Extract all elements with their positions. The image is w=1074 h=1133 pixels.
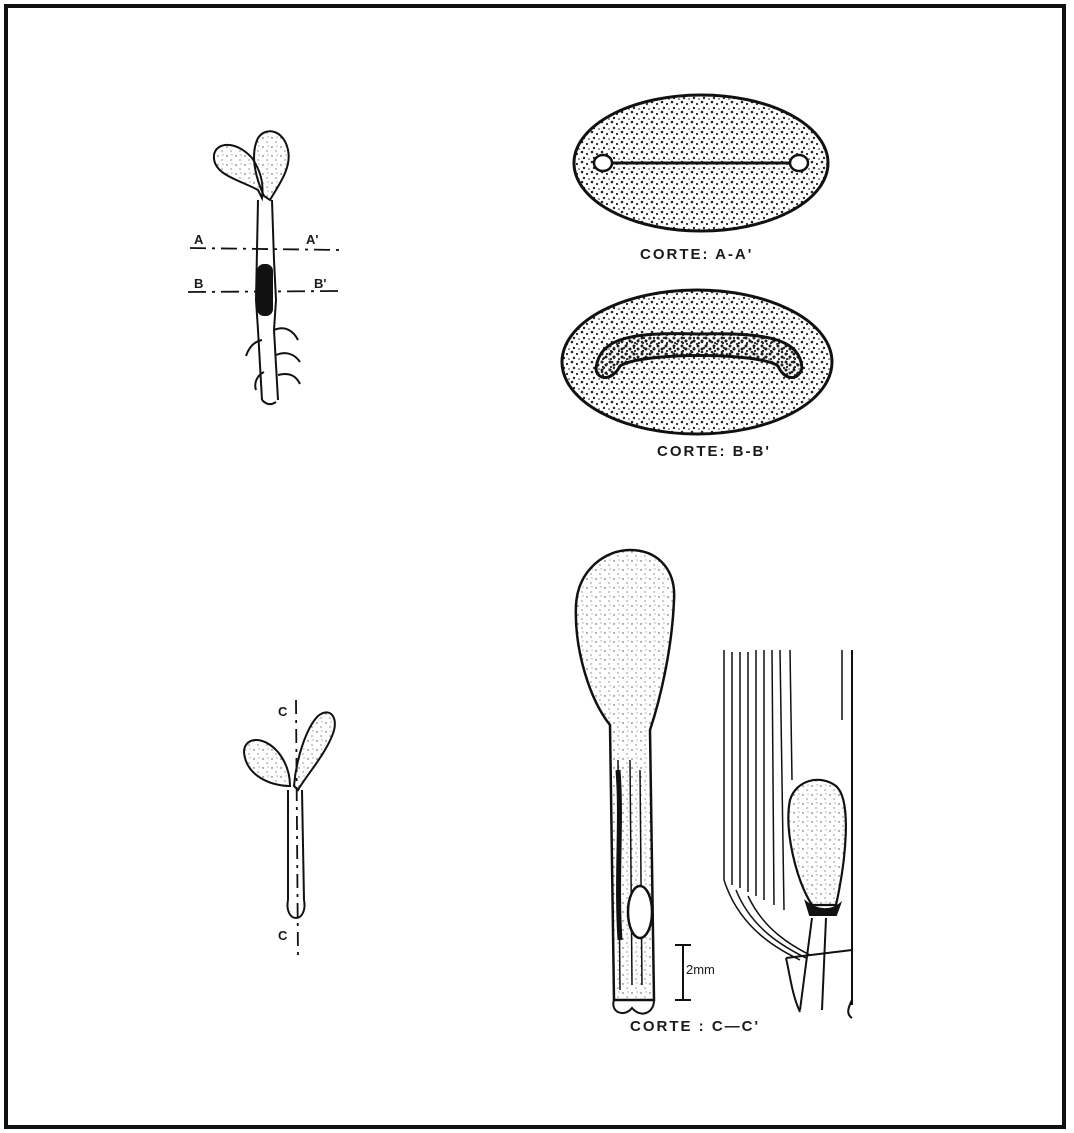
label-b: B — [194, 276, 203, 291]
section-c-detail — [724, 650, 852, 1018]
caption-section-b: CORTE: B-B' — [657, 443, 771, 460]
section-a-diagram — [574, 95, 828, 231]
caption-section-c: CORTE : C—C' — [630, 1018, 760, 1035]
label-b-prime: B' — [314, 276, 326, 291]
seedling-top-left — [188, 131, 343, 404]
label-c-top: C — [278, 704, 287, 719]
section-c-longitudinal — [576, 550, 691, 1014]
label-a: A — [194, 232, 203, 247]
seedling-bottom-left — [244, 700, 335, 960]
section-b-diagram — [562, 290, 832, 434]
scale-label: 2mm — [686, 962, 715, 977]
caption-section-a: CORTE: A-A' — [640, 246, 753, 263]
label-c-bottom: C — [278, 928, 287, 943]
label-a-prime: A' — [306, 232, 318, 247]
